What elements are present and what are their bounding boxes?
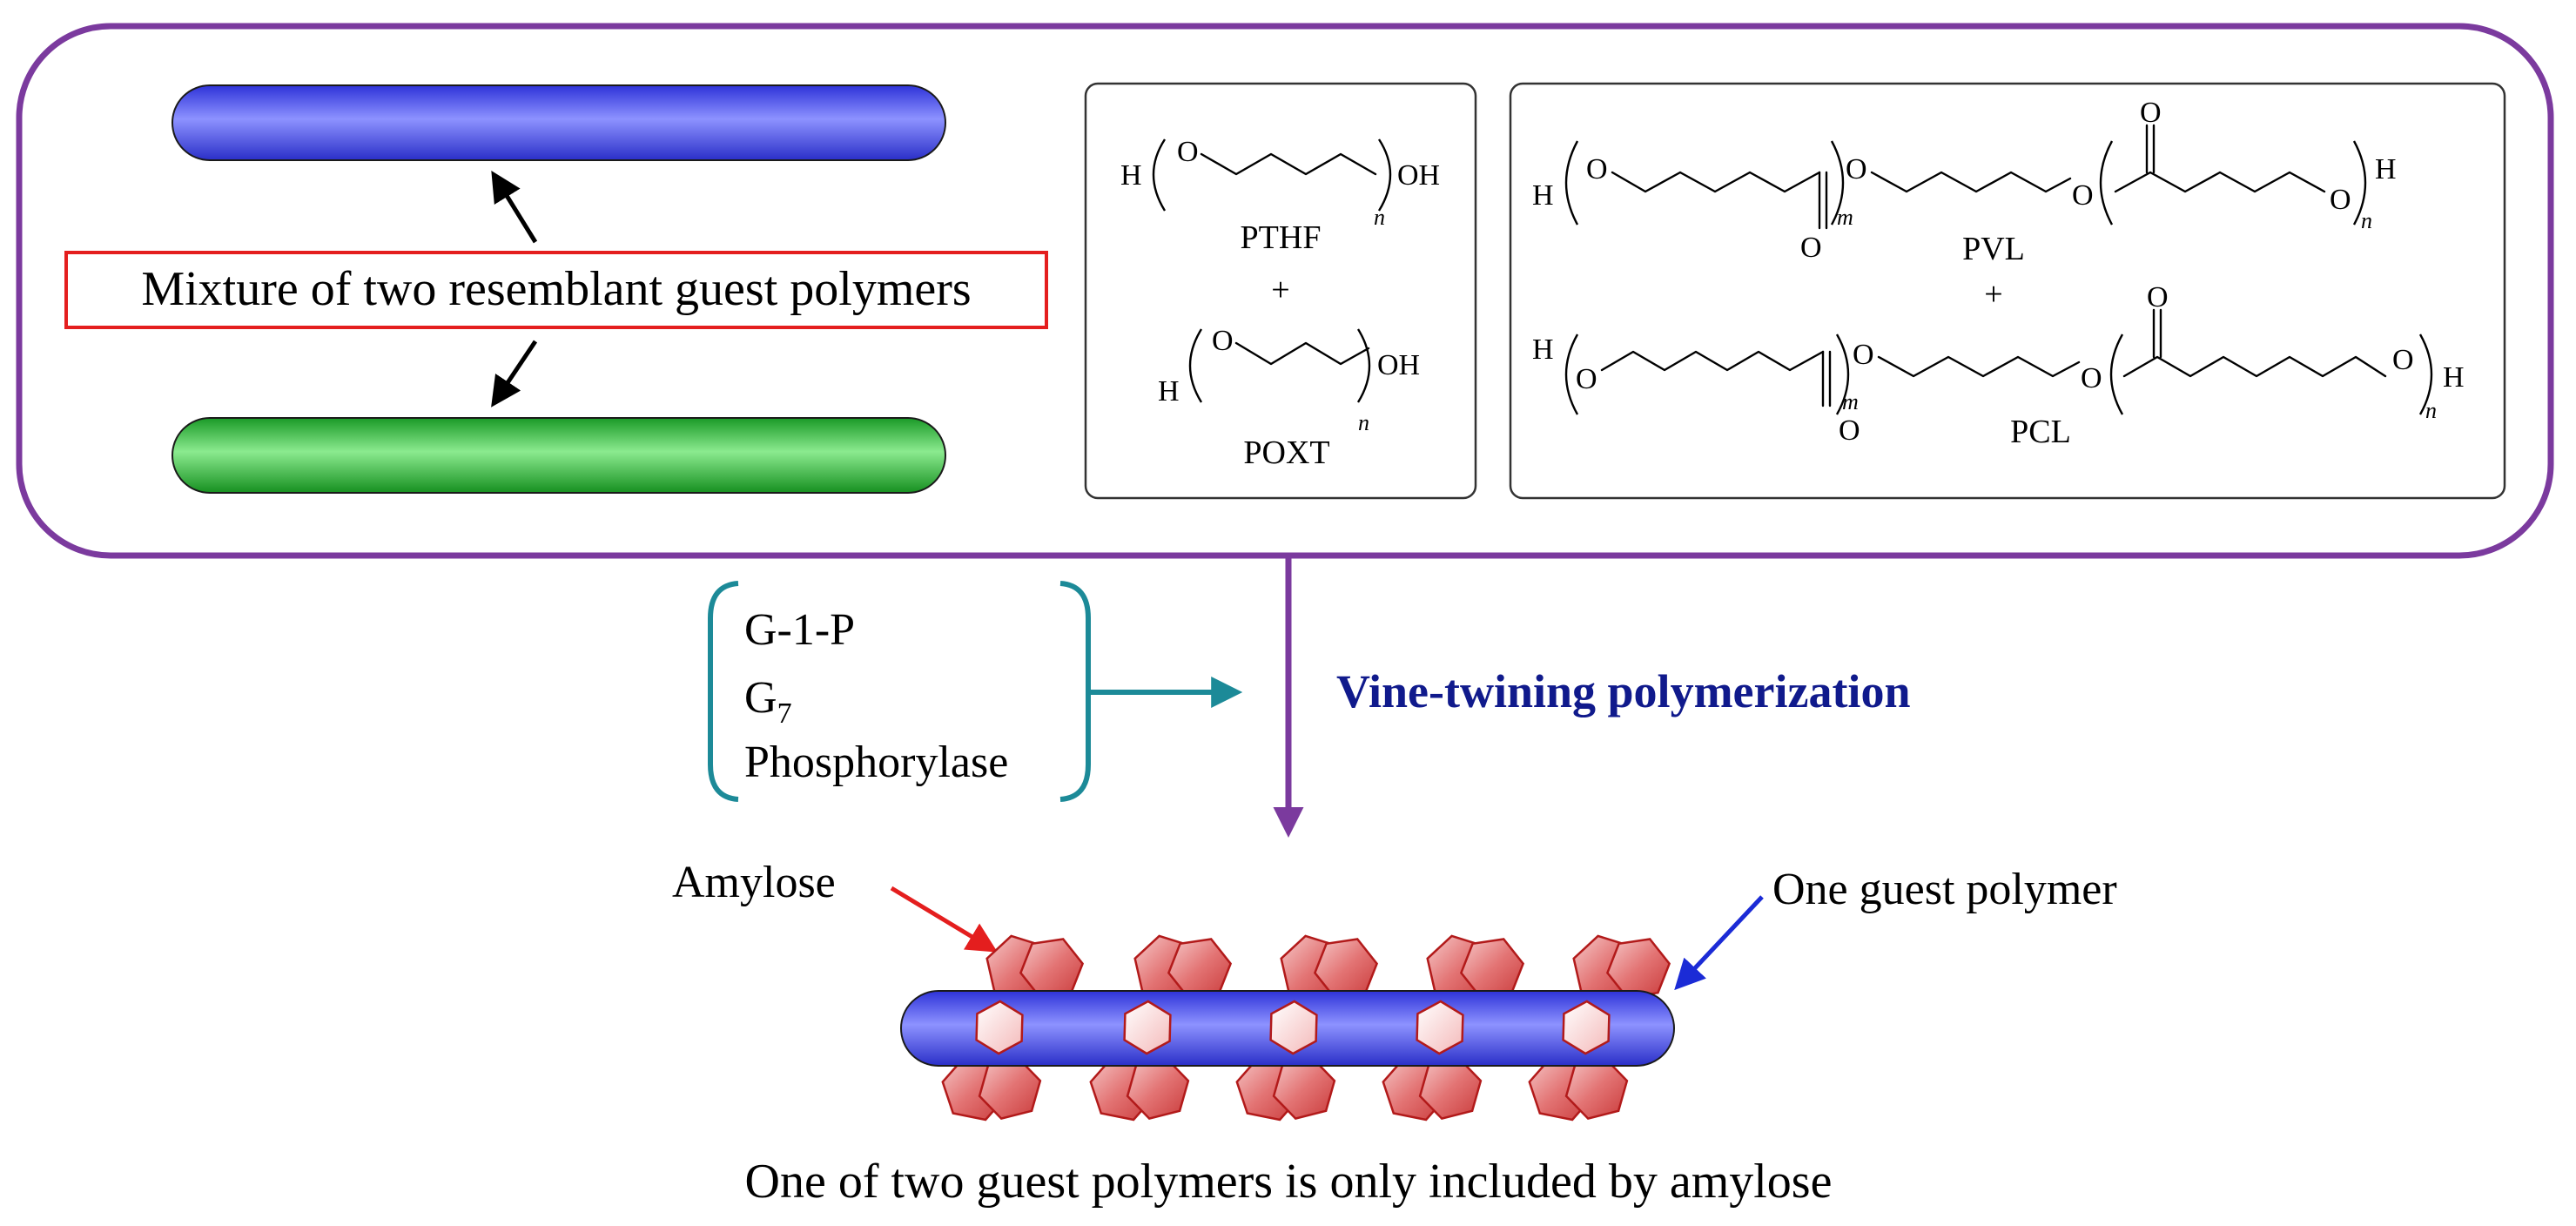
pcl-h-right: H <box>2443 361 2465 394</box>
structure-box-pvl-pcl <box>1509 82 2506 500</box>
mixture-label: Mixture of two resemblant guest polymers <box>141 262 971 316</box>
reagent-g7-sub: 7 <box>777 697 792 730</box>
top-frame <box>16 23 2554 559</box>
pvl-o-end: O <box>2330 184 2351 216</box>
arrow-to-green-rod <box>491 340 538 408</box>
green-guest-polymer-rod <box>172 417 946 494</box>
pcl-o1: O <box>1576 363 1597 395</box>
blue-guest-polymer-rod <box>172 84 946 161</box>
poxt-h: H <box>1158 375 1180 408</box>
poxt-structure: H O OH n POXT <box>1158 325 1420 471</box>
pthf-o: O <box>1177 136 1199 168</box>
bottom-caption: One of two guest polymers is only includ… <box>745 1155 1833 1209</box>
reagent-phosphorylase: Phosphorylase <box>744 738 1008 787</box>
pvl-o-carbonyl-right: O <box>2140 97 2162 129</box>
amylose-unit-front-3 <box>1416 1000 1464 1055</box>
pcl-o-ester: O <box>2081 362 2102 394</box>
poxt-o: O <box>1212 325 1234 357</box>
amylose-label: Amylose <box>672 858 836 907</box>
pthf-right-paren <box>1377 138 1392 212</box>
pcl-o-end: O <box>2392 344 2414 376</box>
pthf-left-paren <box>1152 138 1167 212</box>
pthf-name: PTHF <box>1241 219 1322 256</box>
arrow-to-blue-rod <box>491 171 538 244</box>
poxt-left-paren <box>1188 328 1203 403</box>
pthf-h: H <box>1120 159 1142 192</box>
guest-polymer-arrow <box>1674 895 1764 991</box>
poxt-right-paren <box>1356 328 1371 403</box>
pcl-name: PCL <box>2010 414 2071 450</box>
pcl-n: n <box>2425 398 2437 423</box>
guest-polymer-label: One guest polymer <box>1772 865 2117 914</box>
pcl-o-carbonyl-left: O <box>1839 414 1860 447</box>
box2-plus: + <box>1984 276 2002 313</box>
pvl-h-right: H <box>2375 153 2397 185</box>
pcl-o-carbonyl-right: O <box>2147 281 2169 313</box>
process-title: Vine-twining polymerization <box>1336 665 1910 717</box>
pthf-structure: H O OH n PTHF <box>1120 136 1440 256</box>
reagent-g7-base: G <box>744 673 777 723</box>
reagent-left-bracket <box>708 581 739 802</box>
pthf-n: n <box>1374 205 1385 230</box>
pvl-o1: O <box>1586 153 1608 185</box>
structure-box-pthf-poxt <box>1084 82 1477 500</box>
reagent-right-bracket <box>1059 581 1091 802</box>
reagent-g1p: G-1-P <box>744 605 855 655</box>
pvl-name: PVL <box>1962 231 2025 267</box>
poxt-n: n <box>1358 410 1369 435</box>
poxt-oh: OH <box>1377 349 1420 381</box>
pvl-o-carbonyl-left: O <box>1800 232 1822 264</box>
pvl-o-mid: O <box>1846 153 1867 185</box>
amylose-unit-front-0 <box>975 1000 1024 1055</box>
amylose-helix-back <box>941 934 1671 1122</box>
pvl-n: n <box>2361 208 2372 233</box>
amylose-arrow <box>890 886 998 953</box>
pvl-o-ester: O <box>2072 179 2094 212</box>
pvl-h-left: H <box>1532 179 1554 212</box>
mixture-label-box <box>64 251 1048 329</box>
reagent-g7: G7 <box>744 673 792 730</box>
pthf-oh: OH <box>1397 159 1440 192</box>
pvl-structure: H O O m O O O O n H PVL <box>1532 97 2397 267</box>
pvl-m: m <box>1837 205 1853 230</box>
amylose-unit-front-1 <box>1123 1000 1172 1055</box>
poxt-name: POXT <box>1243 434 1329 471</box>
box1-plus: + <box>1271 272 1289 308</box>
pcl-o-mid: O <box>1853 339 1874 371</box>
pcl-h-left: H <box>1532 333 1554 366</box>
pcl-m: m <box>1842 389 1859 414</box>
amylose-helix-front <box>975 1000 1611 1055</box>
pcl-structure: H O O m O O O O n H PCL <box>1532 281 2465 450</box>
amylose-unit-front-2 <box>1269 1000 1318 1055</box>
amylose-unit-front-4 <box>1562 1000 1611 1055</box>
